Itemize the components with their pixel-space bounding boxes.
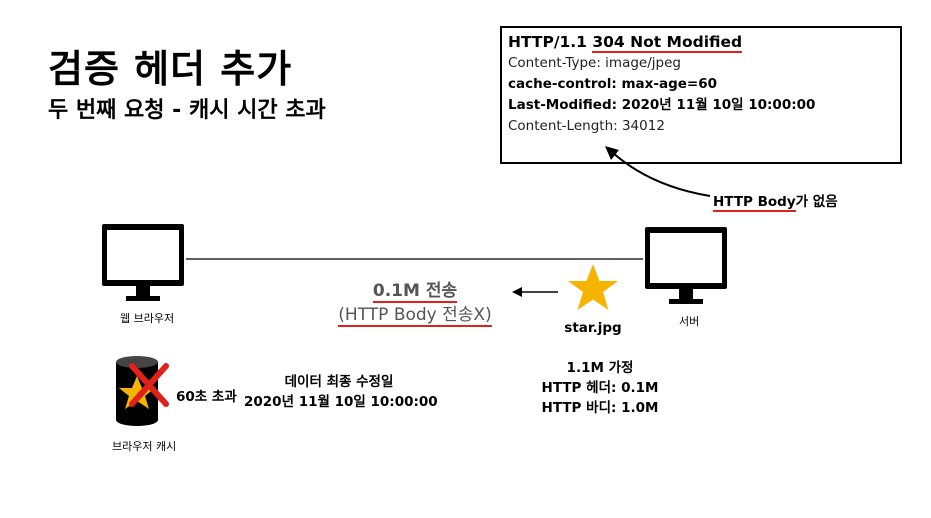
header-content-type: Content-Type: image/jpeg	[508, 55, 681, 71]
server-monitor-icon	[645, 227, 727, 304]
assumption-block: 1.1M 가정 HTTP 헤더: 0.1M HTTP 바디: 1.0M	[520, 358, 680, 418]
status-prefix: HTTP/1.1	[508, 33, 593, 51]
expired-x-stroke-2	[129, 363, 169, 407]
transfer-arrow-head	[512, 287, 522, 297]
browser-cache-icon	[116, 356, 169, 426]
cached-star	[119, 376, 155, 409]
assumption-line-total: 1.1M 가정	[566, 360, 634, 376]
client-monitor-icon	[102, 224, 184, 301]
cache-status: 60초 초과	[176, 389, 237, 405]
transfer-detail: (HTTP Body 전송X)	[300, 300, 530, 327]
transfer-detail-text: (HTTP Body 전송X)	[338, 305, 492, 327]
status-code: 304 Not Modified	[592, 33, 743, 53]
note-arrow-line	[611, 151, 711, 197]
body-note: HTTP Body가 없음	[713, 190, 838, 212]
body-note-rest: 가 없음	[795, 194, 838, 210]
star-icon	[568, 264, 618, 310]
header-cache-control: cache-control: max-age=60	[508, 76, 717, 92]
last-modified-date: 2020년 11월 10일 10:00:00	[244, 394, 438, 410]
last-modified-title: 데이터 최종 수정일	[284, 374, 394, 390]
cache-label: 브라우저 캐시	[112, 440, 177, 453]
header-content-length: Content-Length: 34012	[508, 118, 665, 134]
assumption-line-body: HTTP 바디: 1.0M	[541, 400, 659, 416]
transfer-size-text: 0.1M 전송	[372, 281, 458, 303]
server-label: 서버	[679, 315, 700, 328]
last-modified-block: 데이터 최종 수정일 2020년 11월 10일 10:00:00	[244, 372, 438, 412]
transfer-size: 0.1M 전송	[300, 276, 530, 303]
client-label: 웹 브라우저	[120, 312, 175, 325]
page-subtitle: 두 번째 요청 - 캐시 시간 초과	[48, 98, 326, 123]
note-arrow-head	[605, 146, 619, 160]
response-status-line: HTTP/1.1 304 Not Modified	[508, 32, 894, 53]
header-last-modified: Last-Modified: 2020년 11월 10일 10:00:00	[508, 97, 816, 113]
assumption-line-header: HTTP 헤더: 0.1M	[541, 380, 659, 396]
http-response-box: HTTP/1.1 304 Not Modified Content-Type: …	[500, 26, 902, 164]
resource-name: star.jpg	[564, 320, 622, 336]
body-note-bold: HTTP Body	[713, 194, 796, 212]
page-title: 검증 헤더 추가	[48, 47, 293, 91]
